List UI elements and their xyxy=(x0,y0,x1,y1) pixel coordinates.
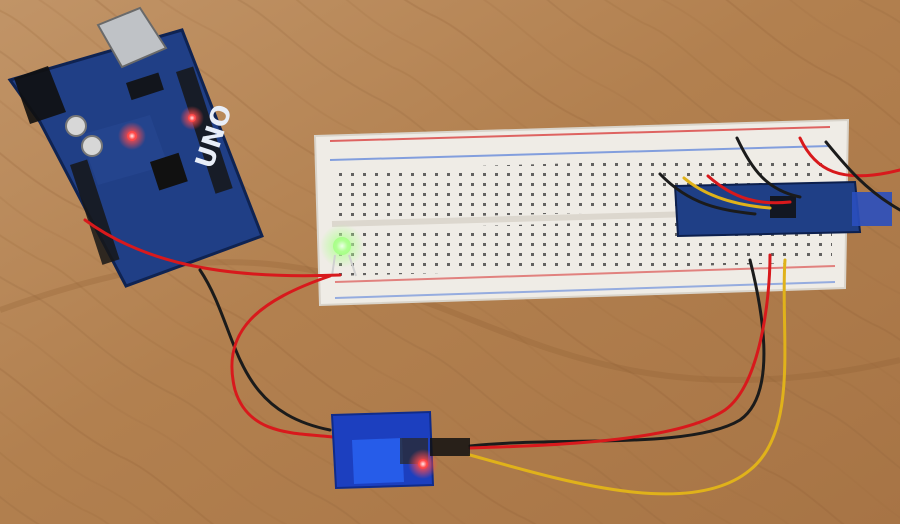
green-led xyxy=(320,224,364,277)
relay-module xyxy=(330,410,470,490)
wires xyxy=(83,136,900,496)
arduino-uno-board: UNO xyxy=(7,6,264,288)
